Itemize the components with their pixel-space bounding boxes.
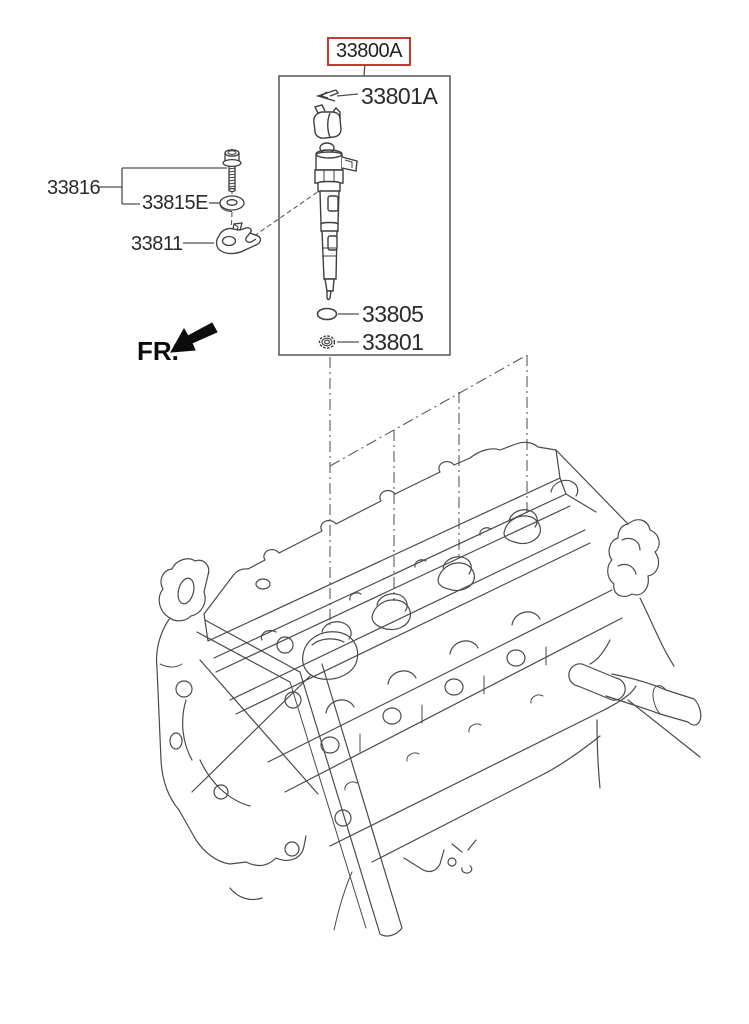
injector-position-leaders — [329, 354, 528, 625]
retainer-clip-glyph[interactable] — [315, 89, 340, 102]
part-label-33811[interactable]: 33811 — [131, 233, 183, 255]
seal-washer-glyph[interactable] — [318, 335, 336, 349]
mounting-bolt-glyph[interactable] — [222, 149, 242, 193]
front-direction-label: FR. — [137, 336, 179, 366]
o-ring-glyph[interactable] — [316, 307, 338, 321]
injector-clamp-glyph[interactable] — [215, 222, 262, 255]
part-label-33801[interactable]: 33801 — [362, 329, 424, 355]
selected-part-label[interactable]: 33800A — [327, 37, 411, 66]
part-label-33816[interactable]: 33816 — [47, 177, 101, 199]
injector-holder-clip-glyph[interactable] — [313, 104, 342, 139]
part-label-33815E[interactable]: 33815E — [142, 192, 208, 214]
washer-glyph[interactable] — [219, 195, 245, 212]
engine-illustration — [155, 441, 702, 937]
fr-arrow-icon — [170, 322, 218, 353]
part-label-33805[interactable]: 33805 — [362, 301, 424, 327]
fuel-injector-glyph[interactable] — [314, 142, 358, 301]
leader-lines — [98, 61, 366, 343]
part-label-33801A[interactable]: 33801A — [361, 83, 438, 109]
